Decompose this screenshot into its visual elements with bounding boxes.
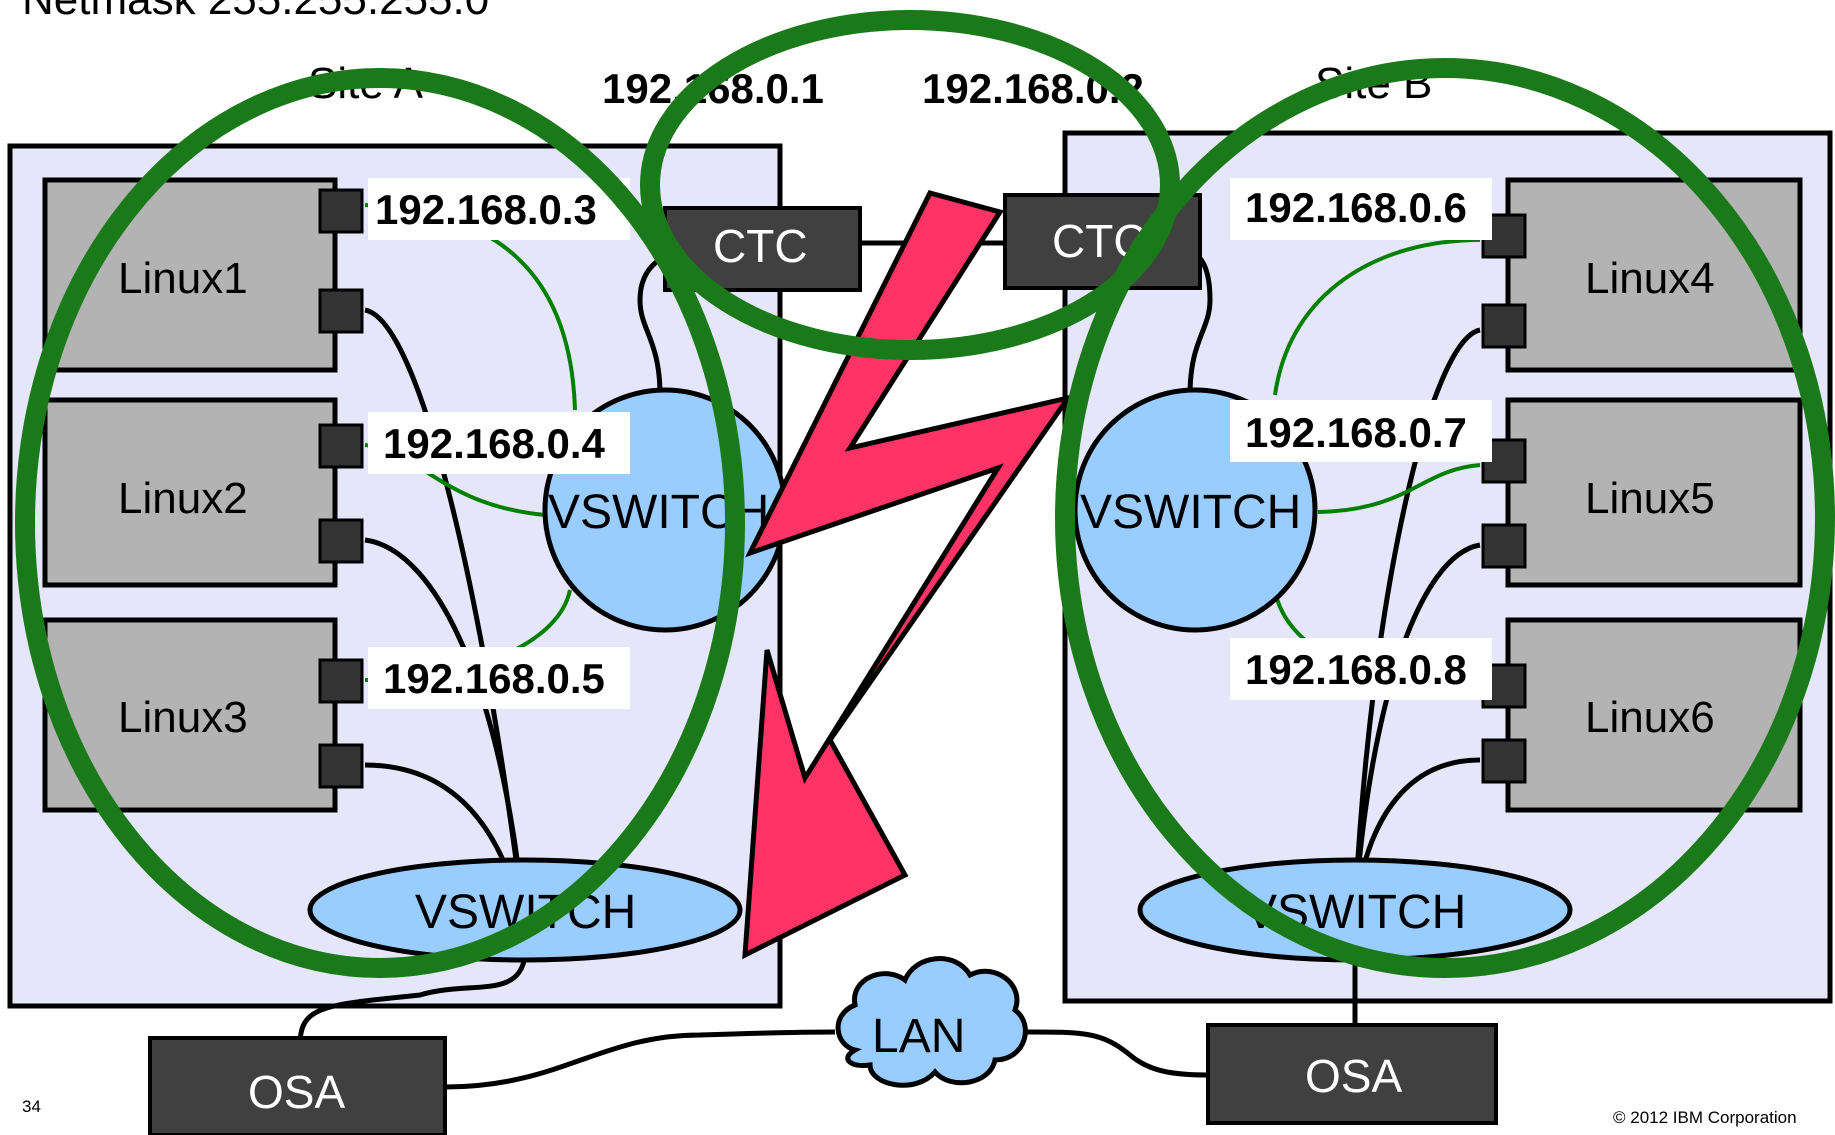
site-a-external-vswitch: VSWITCH — [307, 857, 743, 963]
lan-cloud: LAN — [835, 956, 1028, 1088]
ip-linux4: 192.168.0.6 — [1245, 184, 1467, 231]
cloud-icon — [835, 956, 1028, 1088]
osa-label: OSA — [248, 1066, 345, 1118]
guest-linux5: Linux5 — [1505, 397, 1803, 588]
guest-label: Linux2 — [118, 474, 248, 523]
vswitch-label: VSWITCH — [1080, 486, 1301, 539]
guest-linux3: Linux3 — [42, 617, 338, 813]
site-b-ring — [1055, 58, 1835, 978]
ip-linux1: 192.168.0.3 — [375, 186, 597, 233]
site-a-ports — [318, 188, 364, 789]
guest-label: Linux5 — [1585, 474, 1715, 523]
ip-linux3: 192.168.0.5 — [383, 655, 605, 702]
ip-linux2: 192.168.0.4 — [383, 420, 606, 467]
lan-label: LAN — [872, 1010, 965, 1063]
guest-linux6: Linux6 — [1505, 617, 1803, 813]
guest-label: Linux4 — [1585, 254, 1715, 303]
ip-linux6: 192.168.0.8 — [1245, 646, 1467, 693]
guest-linux2: Linux2 — [42, 397, 338, 588]
ip-labels: 192.168.0.3 192.168.0.4 192.168.0.5 192.… — [368, 65, 1492, 709]
guest-label: Linux3 — [118, 693, 248, 742]
ip-linux5: 192.168.0.7 — [1245, 409, 1467, 456]
ctc-ring — [640, 10, 1180, 360]
guest-label: Linux1 — [118, 254, 248, 303]
guest-linux4: Linux4 — [1505, 177, 1803, 373]
page-number: 34 — [22, 1097, 41, 1116]
ctc-label: CTC — [713, 220, 808, 272]
site-a-ring — [15, 68, 745, 978]
site-b-ports — [1481, 213, 1527, 784]
lightning-bolt-icon — [742, 190, 1074, 960]
netmask-label: Netmask 255.255.255.0 — [22, 0, 489, 24]
guest-label: Linux6 — [1585, 693, 1715, 742]
lan-links — [444, 1029, 1209, 1090]
site-b-osa: OSA — [1206, 1023, 1498, 1125]
site-rings — [15, 10, 1835, 978]
copyright: © 2012 IBM Corporation — [1613, 1108, 1797, 1127]
osa-label: OSA — [1305, 1050, 1402, 1102]
guest-linux1: Linux1 — [42, 177, 338, 373]
site-a-osa: OSA — [148, 1036, 447, 1135]
